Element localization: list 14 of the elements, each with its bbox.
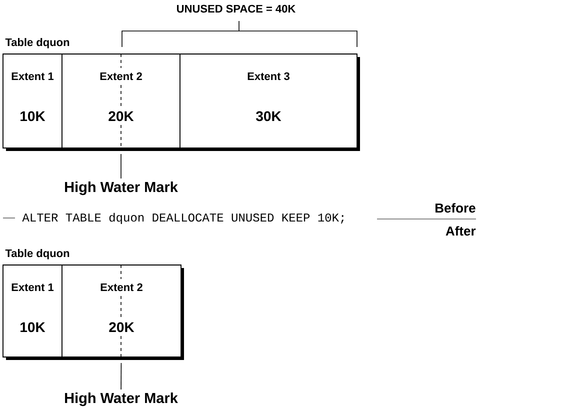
command-text: ALTER TABLE dquon DEALLOCATE UNUSED KEEP 10K; <box>22 212 344 224</box>
leader-line <box>120 154 122 179</box>
extent-box: Extent 2 20K <box>62 54 180 148</box>
node-label: Table dquon <box>5 38 70 48</box>
extent-box: Extent 1 10K <box>2 54 62 148</box>
state-label: Before <box>436 203 476 213</box>
extent-box: Extent 3 30K <box>180 54 358 148</box>
state-label: After <box>446 226 476 236</box>
callout-label: High Water Mark <box>65 392 178 406</box>
node-label: Table dquon <box>5 249 70 260</box>
callout-label: High Water Mark <box>65 182 178 196</box>
bracket-label: UNUSED SPACE = 40K <box>177 4 296 13</box>
leader-line <box>120 362 122 390</box>
extent-box: Extent 1 10K <box>2 264 62 358</box>
